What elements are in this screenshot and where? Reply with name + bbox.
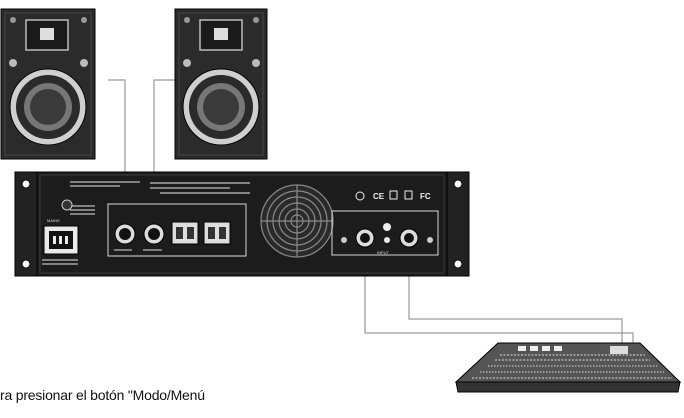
gain-knob-2 [427,237,433,243]
speaker-cables [108,79,182,200]
caption-text: ra presionar el botón "Modo/Menú [0,387,205,403]
power-inlet: MAINS [43,218,79,255]
input-label: INPUT [377,250,390,255]
mixer-cable-2 [408,250,623,343]
speaker-output-panel [107,203,247,257]
binding-post-block-2 [203,221,231,245]
mixer-cables [364,250,634,343]
input-panel: INPUT [331,210,439,256]
mixer-cable-1 [364,250,634,343]
mains-label: MAINS [47,218,60,223]
mixing-console [454,342,682,393]
binding-post-block-1 [171,221,199,245]
mixer-meter [610,346,628,354]
compliance-marks: CE FC [355,190,431,201]
fuse-holder [61,199,73,211]
gain-knob-1 [341,237,347,243]
right-speaker [174,8,268,160]
left-speaker-cable [108,79,126,200]
amplifier: MAINS [14,171,470,277]
right-speaker-cable [153,79,182,200]
fc-mark: FC [420,192,431,201]
fan-grille [260,184,334,258]
left-speaker [0,8,96,160]
ce-mark: CE [373,192,385,201]
